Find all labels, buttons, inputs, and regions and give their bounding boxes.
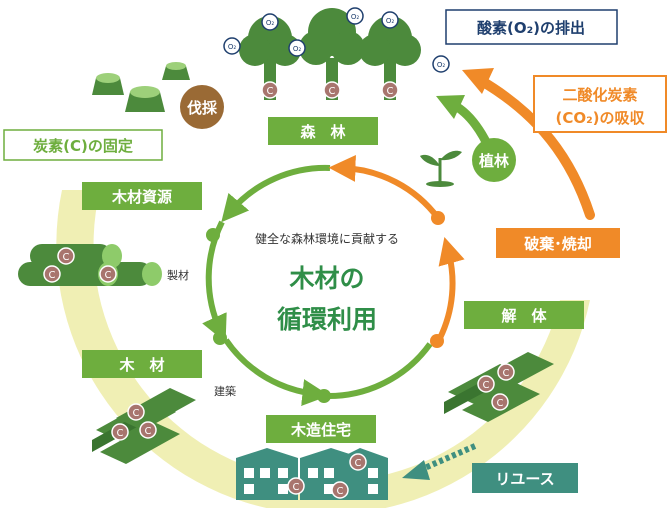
center-title-line1: 木材の [288, 264, 364, 293]
logging-badge: 伐採 [180, 85, 224, 129]
cycle-node [431, 211, 445, 225]
stump [125, 86, 165, 112]
stage-disposal-label: 破棄･焼却 [524, 235, 592, 253]
svg-text:C: C [337, 486, 344, 497]
carbon-marker: C [111, 423, 129, 441]
carbon-fixation-label: 炭素(C)の固定 [33, 137, 133, 155]
oxygen-bubble: O₂ [261, 13, 279, 31]
stump [92, 73, 124, 95]
carbon-marker: C [497, 363, 515, 381]
stage-wood-resource-label: 木材資源 [111, 188, 172, 206]
svg-text:C: C [133, 408, 140, 419]
svg-text:C: C [293, 482, 300, 493]
co2-absorb-label-line1: 二酸化炭素 [562, 86, 637, 104]
carbon-marker: C [139, 421, 157, 439]
logging-label: 伐採 [187, 99, 218, 117]
center-subtitle: 健全な森林環境に貢献する [255, 231, 399, 246]
cycle-arc-house-to-demolition [325, 342, 433, 400]
house [236, 448, 298, 500]
cycle-node [213, 331, 227, 345]
carbon-marker: C [261, 81, 279, 99]
center-title-line2: 循環利用 [277, 305, 377, 334]
stage-forest: 森 林 [268, 117, 378, 145]
stage-wooden-house-label: 木造住宅 [290, 421, 351, 439]
demolition-beams-illustration: C C C [444, 352, 554, 422]
carbon-marker: C [323, 81, 341, 99]
oxygen-bubble: O₂ [346, 7, 364, 25]
cycle-arc-disposal-to-forest [328, 154, 441, 220]
cycle-arc-lumber-to-house [223, 338, 330, 406]
co2-absorb-label-line2: (CO₂)の吸収 [555, 109, 645, 127]
stage-demolition-label: 解 体 [501, 307, 547, 325]
svg-text:O₂: O₂ [351, 13, 360, 21]
stage-lumber: 木 材 [82, 350, 202, 378]
carbon-marker: C [477, 375, 495, 393]
cycle-node [206, 228, 220, 242]
sapling-icon [420, 150, 462, 187]
svg-text:C: C [105, 270, 112, 281]
svg-text:O₂: O₂ [266, 19, 275, 27]
sawing-label: 製材 [167, 268, 189, 282]
oxygen-release-label: 酸素(O₂)の排出 [477, 19, 585, 37]
carbon-marker: C [381, 81, 399, 99]
cycle-node [317, 389, 331, 403]
carbon-marker: C [127, 403, 145, 421]
lumber-beams-illustration: C C C [92, 388, 196, 464]
reuse-label: リユース [495, 470, 554, 488]
tree [299, 8, 365, 100]
cycle-arc-demolition-to-disposal [437, 236, 465, 340]
oxygen-bubble: O₂ [432, 55, 450, 73]
houses-illustration: C C C [236, 448, 388, 500]
svg-text:C: C [267, 86, 274, 97]
stumps-illustration [92, 62, 190, 112]
cycle-node [430, 334, 444, 348]
svg-text:O₂: O₂ [228, 43, 237, 51]
building-label: 建築 [214, 384, 236, 398]
stage-lumber-label: 木 材 [118, 356, 164, 374]
cycle-arc-forest-to-resource [221, 164, 331, 223]
oxygen-bubble: O₂ [288, 39, 306, 57]
carbon-marker: C [43, 265, 61, 283]
carbon-marker: C [349, 453, 367, 471]
svg-text:O₂: O₂ [293, 45, 302, 53]
svg-text:C: C [483, 380, 490, 391]
stage-wooden-house: 木造住宅 [266, 415, 376, 443]
oxygen-bubble: O₂ [381, 11, 399, 29]
svg-text:C: C [355, 458, 362, 469]
logs-illustration: C C C [18, 244, 162, 286]
svg-text:C: C [63, 252, 70, 263]
svg-text:C: C [117, 428, 124, 439]
carbon-marker: C [57, 247, 75, 265]
svg-text:C: C [503, 368, 510, 379]
co2-absorb-arrow [462, 68, 595, 220]
stage-disposal: 破棄･焼却 [496, 228, 620, 258]
oxygen-bubble: O₂ [223, 37, 241, 55]
forest-trees-illustration: C C C O₂ O₂ O₂ O₂ O₂ O₂ [223, 7, 450, 100]
cycle-ring [202, 154, 465, 406]
svg-text:C: C [329, 86, 336, 97]
reuse-arrow [402, 443, 477, 480]
carbon-marker: C [491, 393, 509, 411]
stage-wood-resource: 木材資源 [82, 182, 202, 210]
svg-text:O₂: O₂ [386, 17, 395, 25]
reuse-badge: リユース [472, 463, 578, 493]
svg-text:C: C [49, 270, 56, 281]
svg-text:O₂: O₂ [437, 61, 446, 69]
co2-absorb-box: 二酸化炭素 (CO₂)の吸収 [533, 75, 667, 133]
svg-text:C: C [387, 86, 394, 97]
planting-badge: 植林 [472, 138, 516, 182]
carbon-marker: C [99, 265, 117, 283]
carbon-marker: C [287, 477, 305, 495]
planting-label: 植林 [479, 152, 510, 170]
svg-text:C: C [497, 398, 504, 409]
carbon-fixation-box: 炭素(C)の固定 [3, 129, 163, 161]
svg-text:C: C [145, 426, 152, 437]
oxygen-release-box: 酸素(O₂)の排出 [445, 9, 618, 45]
stage-demolition: 解 体 [464, 301, 584, 329]
stage-forest-label: 森 林 [300, 123, 346, 141]
stump [162, 62, 190, 80]
carbon-marker: C [331, 481, 349, 499]
